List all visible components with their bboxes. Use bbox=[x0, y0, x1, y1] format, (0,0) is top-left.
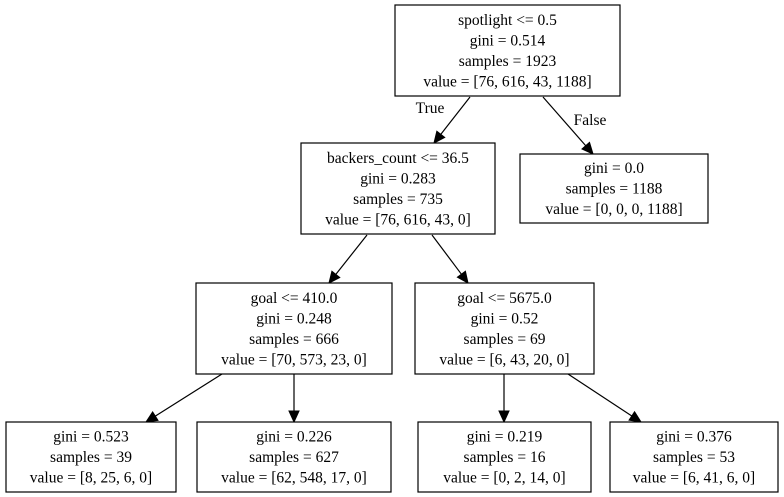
node-line: gini = 0.283 bbox=[360, 170, 436, 187]
tree-node-n4: goal <= 5675.0 gini = 0.52 samples = 69 val… bbox=[414, 282, 595, 375]
tree-edge-n1-n3 bbox=[328, 234, 368, 284]
node-box bbox=[195, 282, 393, 375]
node-line: gini = 0.0 bbox=[584, 160, 644, 177]
edge-label: True bbox=[416, 100, 445, 117]
tree-node-n1: backers_count <= 36.5 gini = 0.283 samples… bbox=[300, 142, 496, 235]
node-line: gini = 0.219 bbox=[467, 429, 543, 446]
tree-node-n6: gini = 0.226 samples = 627 value = [62, 54… bbox=[196, 421, 392, 493]
node-line: samples = 1923 bbox=[459, 53, 557, 70]
node-line: value = [8, 25, 6, 0] bbox=[30, 470, 152, 487]
arrowhead-icon bbox=[328, 270, 341, 284]
tree-edge-n3-n5 bbox=[144, 373, 223, 423]
node-line: goal <= 410.0 bbox=[251, 290, 338, 307]
node-line: gini = 0.376 bbox=[656, 429, 732, 446]
node-box bbox=[417, 421, 592, 493]
node-line: value = [70, 573, 23, 0] bbox=[221, 351, 367, 368]
node-line: samples = 627 bbox=[249, 449, 339, 466]
node-line: samples = 39 bbox=[50, 449, 132, 466]
node-line: samples = 666 bbox=[249, 331, 339, 348]
node-line: gini = 0.248 bbox=[256, 310, 332, 327]
node-line: samples = 69 bbox=[464, 331, 546, 348]
edge-line bbox=[567, 373, 633, 417]
node-line: gini = 0.226 bbox=[256, 429, 332, 446]
node-line: samples = 16 bbox=[464, 449, 546, 466]
node-box bbox=[414, 282, 595, 375]
node-line: samples = 735 bbox=[353, 191, 443, 208]
node-line: gini = 0.514 bbox=[470, 32, 546, 49]
node-line: samples = 1188 bbox=[566, 181, 663, 198]
node-line: value = [6, 43, 20, 0] bbox=[439, 351, 569, 368]
edge-line bbox=[335, 234, 368, 275]
node-line: value = [76, 616, 43, 0] bbox=[325, 211, 471, 228]
tree-node-n8: gini = 0.376 samples = 53 value = [6, 41, … bbox=[609, 421, 779, 493]
node-line: gini = 0.52 bbox=[471, 310, 539, 327]
node-line: samples = 53 bbox=[653, 449, 735, 466]
tree-edge-n3-n6 bbox=[288, 374, 300, 424]
edge-line bbox=[431, 234, 462, 275]
arrowhead-icon bbox=[456, 270, 469, 284]
node-box bbox=[300, 142, 496, 235]
arrowhead-icon bbox=[581, 141, 594, 155]
tree-edge-n4-n7 bbox=[498, 374, 510, 424]
tree-node-n2: gini = 0.0 samples = 1188 value = [0, 0, 0… bbox=[519, 153, 709, 224]
node-box bbox=[609, 421, 779, 493]
tree-edge-n1-n4 bbox=[431, 234, 469, 284]
tree-node-n3: goal <= 410.0 gini = 0.248 samples = 666 va… bbox=[195, 282, 393, 375]
node-box bbox=[196, 421, 392, 493]
arrowhead-icon bbox=[144, 410, 159, 423]
edge-line bbox=[440, 96, 471, 135]
tree-node-n0: spotlight <= 0.5 gini = 0.514 samples = 19… bbox=[394, 4, 621, 97]
node-box bbox=[519, 153, 709, 224]
node-line: gini = 0.523 bbox=[53, 429, 129, 446]
node-line: value = [0, 0, 0, 1188] bbox=[545, 201, 682, 218]
node-line: value = [0, 2, 14, 0] bbox=[443, 470, 565, 487]
node-line: spotlight <= 0.5 bbox=[458, 12, 557, 29]
node-line: goal <= 5675.0 bbox=[457, 290, 552, 307]
node-line: backers_count <= 36.5 bbox=[327, 150, 469, 167]
node-box bbox=[394, 4, 621, 97]
tree-edge-n4-n8 bbox=[567, 373, 643, 423]
tree-edge-n0-n2: False bbox=[542, 96, 607, 155]
arrowhead-icon bbox=[288, 410, 300, 424]
edge-line bbox=[154, 373, 223, 417]
arrowhead-icon bbox=[628, 410, 643, 423]
arrowhead-icon bbox=[498, 410, 510, 424]
node-line: value = [62, 548, 17, 0] bbox=[221, 470, 367, 487]
tree-edge-n0-n1: True bbox=[416, 96, 471, 144]
edge-label: False bbox=[574, 112, 607, 129]
arrowhead-icon bbox=[433, 130, 446, 144]
nodes-layer: spotlight <= 0.5 gini = 0.514 samples = 19… bbox=[5, 4, 779, 493]
node-line: value = [76, 616, 43, 1188] bbox=[423, 73, 591, 90]
node-line: value = [6, 41, 6, 0] bbox=[633, 470, 755, 487]
tree-node-n5: gini = 0.523 samples = 39 value = [8, 25, … bbox=[5, 421, 177, 493]
edge-line bbox=[542, 96, 587, 147]
tree-node-n7: gini = 0.219 samples = 16 value = [0, 2, 1… bbox=[417, 421, 592, 493]
node-box bbox=[5, 421, 177, 493]
